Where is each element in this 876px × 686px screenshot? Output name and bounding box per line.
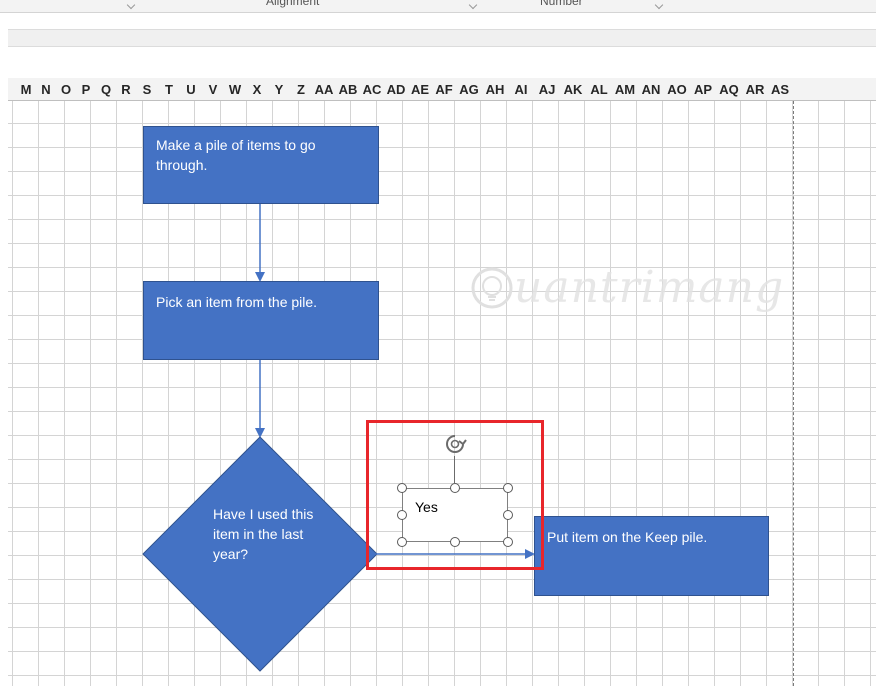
column-header-ah[interactable]: AH: [485, 81, 505, 97]
yes-textbox[interactable]: Yes: [402, 488, 508, 542]
column-header-aj[interactable]: AJ: [538, 81, 556, 97]
column-header-ap[interactable]: AP: [693, 81, 713, 97]
column-header-ao[interactable]: AO: [667, 81, 687, 97]
column-header-s[interactable]: S: [142, 81, 152, 97]
column-header-aa[interactable]: AA: [314, 81, 334, 97]
watermark-text: uantrimang: [514, 262, 785, 313]
column-header-m[interactable]: M: [20, 81, 32, 97]
column-header-y[interactable]: Y: [274, 81, 284, 97]
resize-handle-bottom-left[interactable]: [397, 537, 407, 547]
ribbon-strip: Alignment Number: [0, 0, 876, 13]
column-header-x[interactable]: X: [252, 81, 262, 97]
ribbon-group-alignment[interactable]: Alignment: [266, 0, 320, 8]
ribbon-group-number[interactable]: Number: [540, 0, 583, 8]
column-header-w[interactable]: W: [228, 81, 242, 97]
step-make-pile[interactable]: Make a pile of items to go through.: [143, 126, 379, 204]
column-header-ai[interactable]: AI: [514, 81, 528, 97]
resize-handle-middle-right[interactable]: [503, 510, 513, 520]
column-header-ak[interactable]: AK: [563, 81, 583, 97]
column-header-t[interactable]: T: [165, 81, 173, 97]
column-header-z[interactable]: Z: [297, 81, 305, 97]
column-header-ar[interactable]: AR: [745, 81, 765, 97]
column-header-q[interactable]: Q: [100, 81, 112, 97]
decision-diamond[interactable]: [142, 436, 378, 672]
column-header-ab[interactable]: AB: [338, 81, 358, 97]
highlight-annotation-box: [366, 420, 544, 570]
formula-bar[interactable]: [8, 29, 876, 47]
column-header-v[interactable]: V: [208, 81, 218, 97]
column-header-o[interactable]: O: [60, 81, 72, 97]
column-header-ae[interactable]: AE: [410, 81, 430, 97]
step-pick-item-text: Pick an item from the pile.: [156, 294, 318, 310]
column-header-r[interactable]: R: [121, 81, 131, 97]
column-header-ac[interactable]: AC: [362, 81, 382, 97]
column-header-p[interactable]: P: [81, 81, 91, 97]
step-pick-item[interactable]: Pick an item from the pile.: [143, 281, 379, 360]
step-make-pile-text: Make a pile of items to go through.: [156, 137, 316, 173]
rotate-handle-stem: [454, 456, 455, 484]
column-header-ad[interactable]: AD: [386, 81, 406, 97]
resize-handle-top-center[interactable]: [450, 483, 460, 493]
page-break-line: [793, 101, 794, 686]
column-header-aq[interactable]: AQ: [719, 81, 739, 97]
formula-area: [0, 13, 876, 75]
step-keep-pile-text: Put item on the Keep pile.: [547, 529, 708, 545]
column-header-am[interactable]: AM: [614, 81, 636, 97]
step-keep-pile[interactable]: Put item on the Keep pile.: [534, 516, 769, 596]
column-header-u[interactable]: U: [186, 81, 196, 97]
column-header-al[interactable]: AL: [590, 81, 608, 97]
resize-handle-bottom-right[interactable]: [503, 537, 513, 547]
resize-handle-top-left[interactable]: [397, 483, 407, 493]
resize-handle-bottom-center[interactable]: [450, 537, 460, 547]
column-header-as[interactable]: AS: [770, 81, 790, 97]
column-header-an[interactable]: AN: [641, 81, 661, 97]
yes-label: Yes: [415, 499, 438, 515]
column-header-ag[interactable]: AG: [459, 81, 479, 97]
resize-handle-top-right[interactable]: [503, 483, 513, 493]
decision-text: Have I used this item in the last year?: [213, 506, 314, 562]
column-header-n[interactable]: N: [41, 81, 51, 97]
resize-handle-middle-left[interactable]: [397, 510, 407, 520]
watermark-bulb-icon: [471, 267, 513, 309]
rotate-handle-icon[interactable]: [443, 432, 467, 456]
column-header-af[interactable]: AF: [435, 81, 453, 97]
